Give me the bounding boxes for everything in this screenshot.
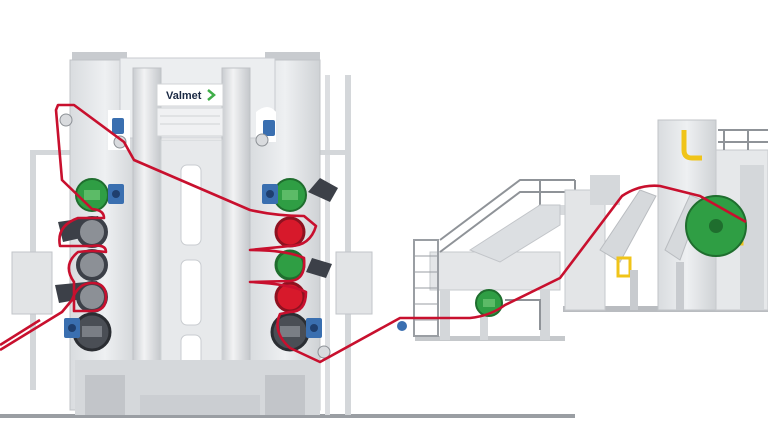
motor-icon [64,318,80,338]
reel-icon [685,195,747,257]
red-roll-icon [274,216,306,248]
paper-web-path-lead-in [0,318,41,347]
clamp-icon [616,256,632,278]
green-roll-icon [475,289,503,317]
dark-roll-icon [76,216,108,248]
logo-text: Valmet [166,90,202,102]
drive-motors [64,118,322,338]
valmet-logo: Valmet [166,89,216,102]
motor-icon [262,184,278,204]
green-roll-icon [75,178,109,212]
motor-icon [263,120,275,136]
green-roll-icon [273,178,307,212]
paper-web-path [0,103,747,364]
left-roll-column [72,178,112,352]
motor-icon [108,184,124,204]
right-roll-column [270,178,310,352]
chevron-right-icon [207,89,216,101]
hook-icon [681,130,702,161]
dark-roll-icon [76,249,108,281]
reel-winder [564,119,768,311]
intermediate-roll-station [413,179,578,340]
motor-icon [112,118,124,134]
motor-icon [306,318,322,338]
multi-roll-calender-stack [11,52,373,415]
